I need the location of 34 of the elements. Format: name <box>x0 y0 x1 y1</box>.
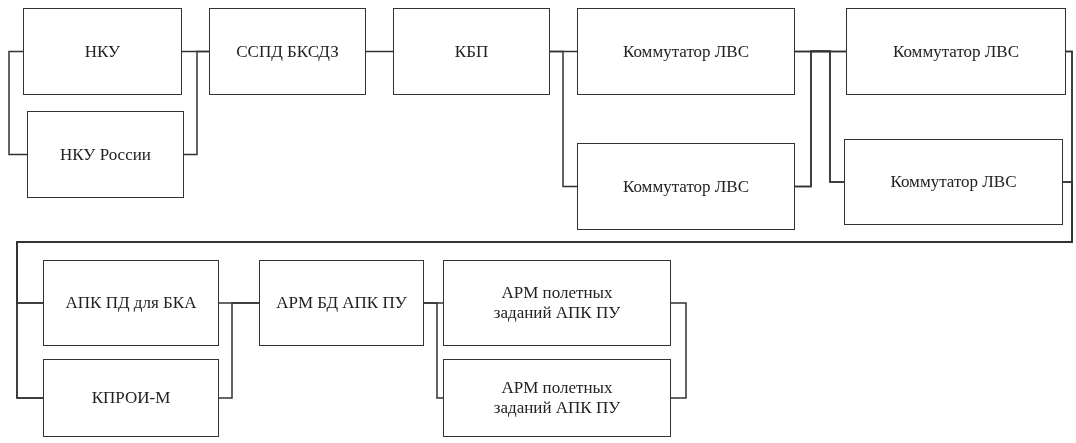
connector-line <box>183 50 210 156</box>
block-label: Коммутатор ЛВС <box>621 176 751 197</box>
block-label: Коммутатор ЛВС <box>621 41 751 62</box>
block-label: КБП <box>453 41 490 62</box>
block-label: Коммутатор ЛВС <box>891 41 1021 62</box>
connector-line <box>423 302 444 399</box>
block-label: АРМ полетных заданий АПК ПУ <box>492 378 622 418</box>
block-box <box>43 359 219 437</box>
block-box <box>27 111 184 198</box>
block-box <box>443 260 671 346</box>
block-box <box>259 260 424 346</box>
block-label: КПРОИ-М <box>90 388 172 408</box>
block-box <box>577 8 795 95</box>
connector-line <box>8 50 28 156</box>
block-box <box>844 139 1063 225</box>
connector-line <box>365 50 394 53</box>
block-box <box>43 260 219 346</box>
block-label: НКУ <box>83 41 122 62</box>
block-label: АРМ БД АПК ПУ <box>275 293 408 313</box>
connector-line <box>16 181 1073 399</box>
block-box <box>393 8 550 95</box>
block-label: АПК ПД для БКА <box>64 293 198 313</box>
block-box <box>577 143 795 230</box>
block-box <box>209 8 366 95</box>
block-label: Коммутатор ЛВС <box>889 172 1018 192</box>
connector-line <box>549 50 578 188</box>
block-box <box>443 359 671 437</box>
connector-line <box>218 302 260 399</box>
connector-line <box>670 302 687 399</box>
block-label: АРМ полетных заданий АПК ПУ <box>492 283 622 323</box>
block-label: ССПД БКСДЗ <box>235 41 340 62</box>
block-box <box>23 8 182 95</box>
block-label: НКУ России <box>59 144 152 165</box>
block-box <box>846 8 1066 95</box>
